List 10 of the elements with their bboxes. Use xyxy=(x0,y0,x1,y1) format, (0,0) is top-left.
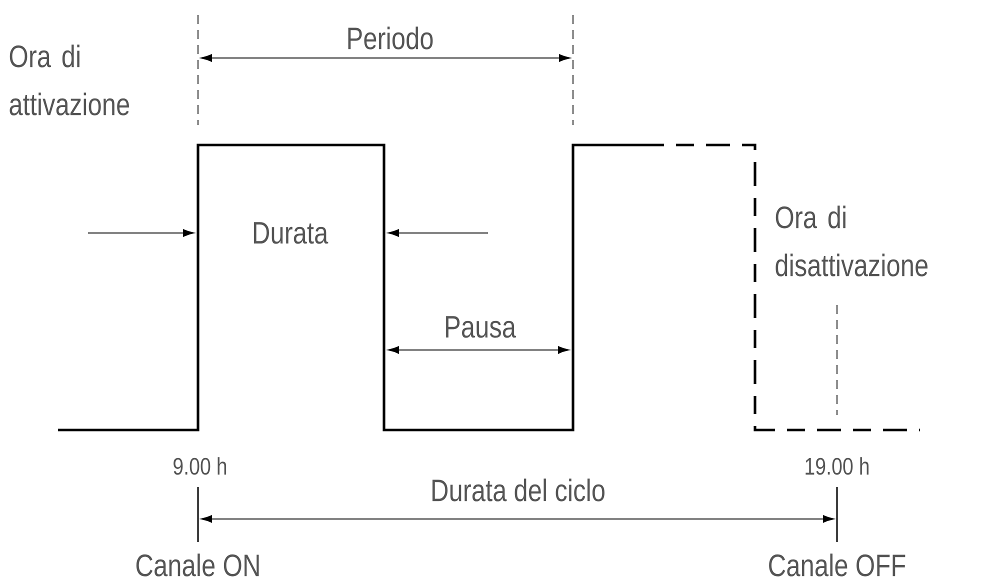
dimension-label: Durata xyxy=(254,222,328,244)
channel-label: Canale ON xyxy=(136,554,259,576)
event-label: Ora di disattivazione xyxy=(776,206,928,276)
dimension-label: Durata del ciclo xyxy=(432,478,604,502)
event-label: Ora di attivazione xyxy=(10,44,130,116)
time-label: 19.00 h xyxy=(806,457,869,475)
dimension-label: Periodo xyxy=(348,26,433,50)
dimension-label: Pausa xyxy=(446,316,516,338)
time-label: 9.00 h xyxy=(174,457,226,475)
channel-label: Canale OFF xyxy=(769,554,906,576)
